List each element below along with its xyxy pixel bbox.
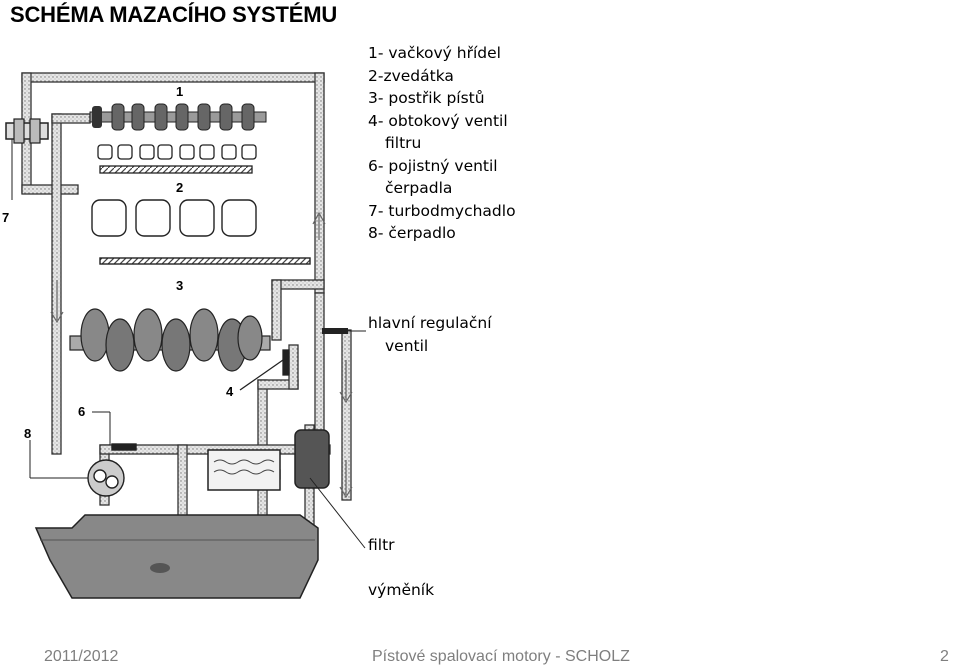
oil-pump-icon — [29, 440, 137, 497]
pistons-icon — [91, 199, 311, 265]
label-3: 3 — [176, 278, 183, 293]
oil-pan-icon — [34, 514, 319, 599]
main-valve-label-line1: hlavní regulační — [368, 314, 492, 332]
legend-item: 1- vačkový hřídel — [368, 44, 501, 62]
camshaft-icon — [89, 103, 267, 131]
main-valve-label: hlavní regulační ventil — [368, 312, 492, 357]
main-valve-icon — [322, 328, 366, 334]
legend-item: filtru — [385, 134, 422, 152]
label-8: 8 — [24, 426, 31, 441]
heat-exchanger-icon — [207, 449, 281, 491]
exchanger-label: výměník — [368, 581, 435, 599]
lifters-icon — [97, 144, 257, 174]
footer-page-number: 2 — [940, 648, 949, 665]
main-valve-label-line2: ventil — [385, 336, 429, 355]
page-title: SCHÉMA MAZACÍHO SYSTÉMU — [10, 2, 338, 27]
label-1: 1 — [176, 84, 183, 99]
label-4: 4 — [226, 384, 234, 399]
legend-item: 3- postřik pístů — [368, 89, 485, 107]
flow-arrows — [50, 211, 353, 499]
legend-item: 8- čerpadlo — [368, 224, 456, 242]
footer-title: Pístové spalovací motory - SCHOLZ — [372, 648, 630, 665]
footer-year: 2011/2012 — [44, 648, 119, 665]
legend: 1- vačkový hřídel 2-zvedátka 3- postřik … — [368, 42, 516, 245]
label-2: 2 — [176, 180, 183, 195]
legend-item: čerpadla — [385, 179, 453, 197]
filter-label: filtr — [368, 536, 395, 554]
legend-item: 6- pojistný ventil — [368, 156, 498, 175]
label-6: 6 — [78, 404, 85, 419]
label-7: 7 — [2, 210, 9, 225]
bypass-valve-icon — [239, 349, 290, 391]
legend-item: 4- obtokový ventil — [368, 111, 508, 130]
legend-item: 2-zvedátka — [368, 66, 454, 85]
filter-icon — [294, 429, 366, 549]
turbocharger-icon — [5, 118, 49, 200]
crankshaft-icon — [69, 308, 271, 372]
legend-item: 7- turbodmychadlo — [368, 201, 516, 220]
